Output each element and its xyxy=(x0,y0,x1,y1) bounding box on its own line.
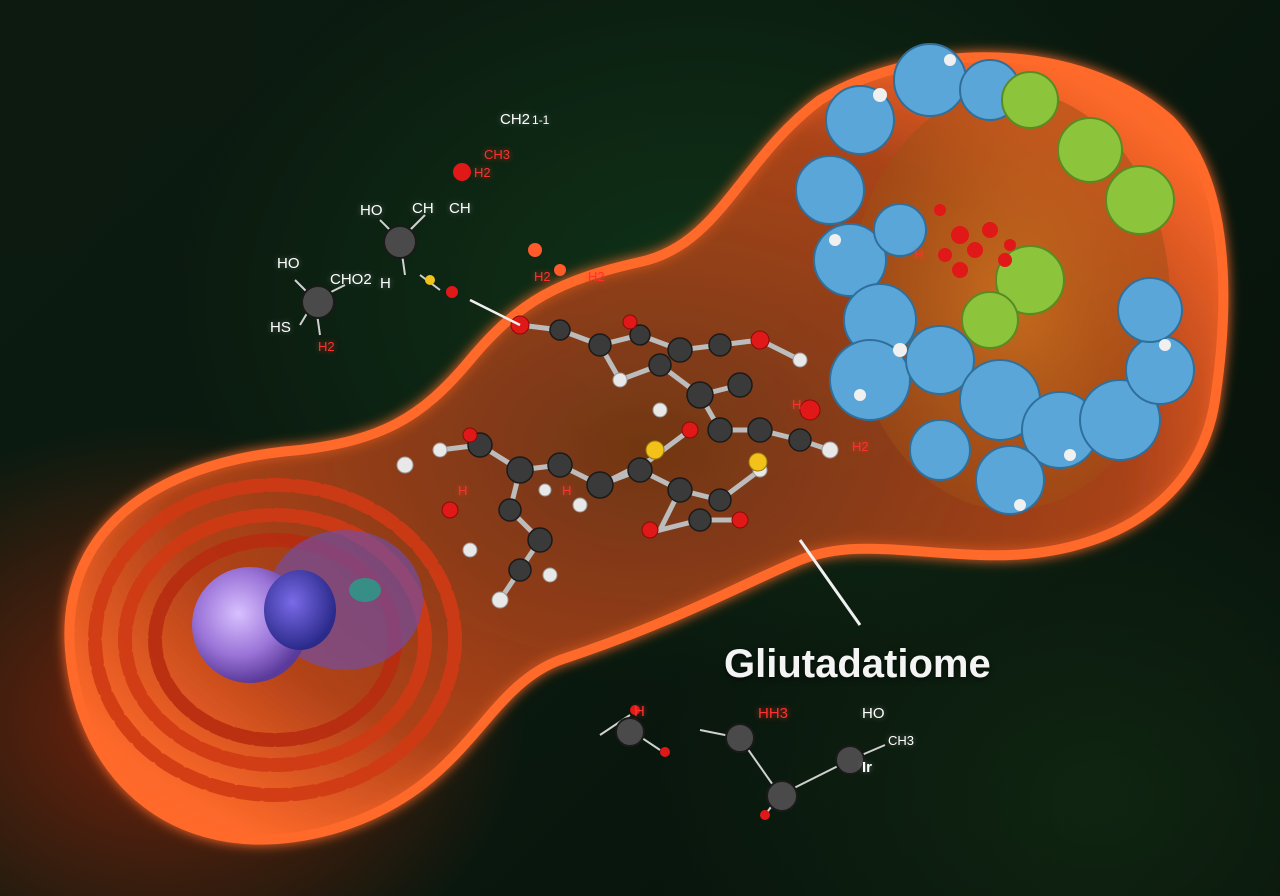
label-mid-ho: HO xyxy=(360,202,383,219)
label-mid-ch2: CH xyxy=(449,200,471,217)
floating-molecules xyxy=(294,163,886,820)
label-left-red: H2 xyxy=(318,339,335,354)
label-left-hs: HS xyxy=(270,319,291,336)
label-red-chain-a: H xyxy=(914,247,924,262)
label-bottom-ho: HO xyxy=(862,705,885,722)
label-bottom-red-h: H xyxy=(634,703,645,720)
protein-spacefill xyxy=(795,43,1195,515)
label-bottom-ch3: CH3 xyxy=(888,733,915,748)
molecule-ball-and-stick xyxy=(396,314,839,609)
label-bottom-ir: Ir xyxy=(862,759,873,776)
page-title: Gliutadatiome xyxy=(724,642,991,686)
label-mid-ch: CH xyxy=(412,200,434,217)
label-left-ho: HO xyxy=(277,255,300,272)
label-red-right-a: H xyxy=(792,397,802,412)
pointer-line-molecule xyxy=(469,298,521,327)
cell-nucleus xyxy=(192,530,423,683)
label-red-mid-a: H2 xyxy=(534,269,551,284)
pointer-line-title xyxy=(798,539,862,626)
label-red-top-b: H2 xyxy=(474,165,491,180)
label-red-bottom-a: H xyxy=(458,483,468,498)
label-red-mid-b: H2 xyxy=(588,269,605,284)
label-red-right-b: H2 xyxy=(852,439,869,454)
organelle-rings xyxy=(88,478,462,802)
label-red-top-a: CH3 xyxy=(484,147,511,162)
label-bottom-hh3: HH3 xyxy=(758,705,789,722)
label-left-cho: CHO2 xyxy=(330,271,372,288)
label-red-bottom-b: H xyxy=(562,483,572,498)
label-mid-h: H xyxy=(380,275,391,292)
